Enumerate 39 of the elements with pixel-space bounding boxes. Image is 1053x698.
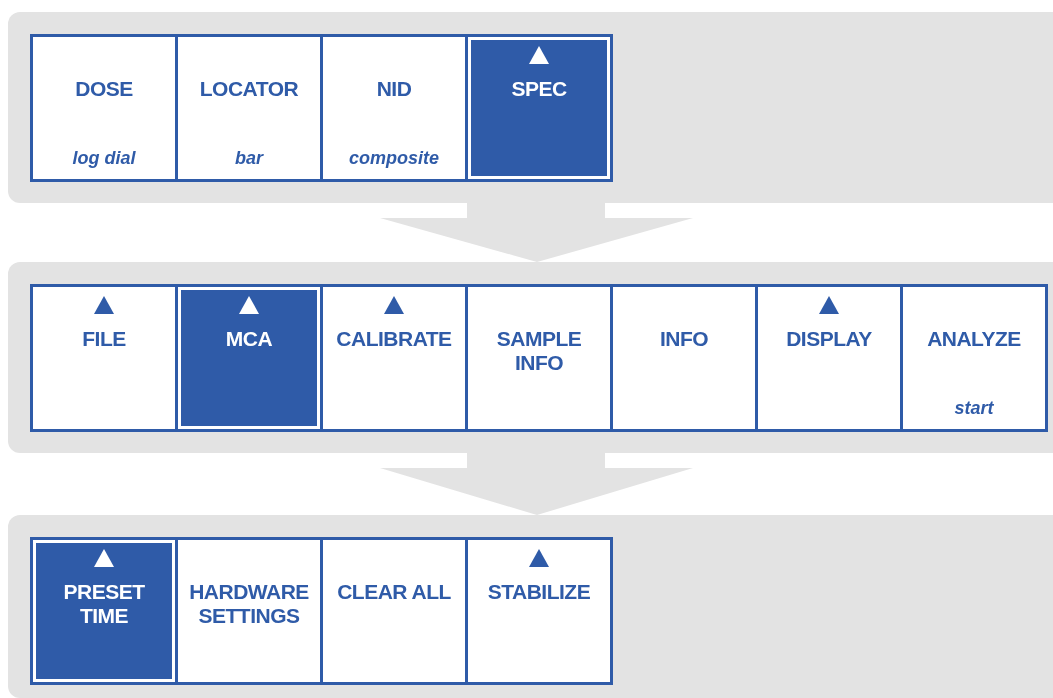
softkey <box>320 34 468 182</box>
key-label: CALIBRATE <box>335 327 453 351</box>
key-label: LOCATOR <box>198 77 300 101</box>
key-label: HARDWARE SETTINGS <box>188 580 310 628</box>
key-label: PRESET TIME <box>62 580 146 628</box>
menu-level-panel <box>8 262 1053 453</box>
softkey <box>175 284 323 432</box>
block-arrow <box>380 203 693 262</box>
key-label: CLEAR ALL <box>336 580 452 604</box>
softkey <box>465 537 613 685</box>
key-label: FILE <box>81 327 127 351</box>
key-sublabel: start <box>953 398 995 419</box>
softkey <box>465 284 613 432</box>
key-label: ANALYZE <box>926 327 1022 351</box>
key-label: SAMPLE INFO <box>495 327 583 375</box>
key-sublabel: log dial <box>71 148 137 169</box>
softkey <box>30 537 178 685</box>
key-label: NID <box>375 77 413 101</box>
softkey <box>320 537 468 685</box>
key-label: DOSE <box>74 77 134 101</box>
softkey <box>175 34 323 182</box>
key-label: SPEC <box>510 77 568 101</box>
softkey <box>465 34 613 182</box>
menu-level-panel <box>8 12 1053 203</box>
block-arrow <box>380 453 693 515</box>
softkey <box>30 284 178 432</box>
key-label: INFO <box>658 327 710 351</box>
key-sublabel: composite <box>348 148 440 169</box>
softkey <box>30 34 178 182</box>
key-sublabel: bar <box>234 148 265 169</box>
softkey <box>755 284 903 432</box>
softkey <box>610 284 758 432</box>
softkey <box>320 284 468 432</box>
softkey <box>175 537 323 685</box>
key-label: MCA <box>224 327 274 351</box>
key-label: STABILIZE <box>486 580 592 604</box>
softkey <box>900 284 1048 432</box>
menu-level-panel <box>8 515 1053 698</box>
key-label: DISPLAY <box>785 327 873 351</box>
